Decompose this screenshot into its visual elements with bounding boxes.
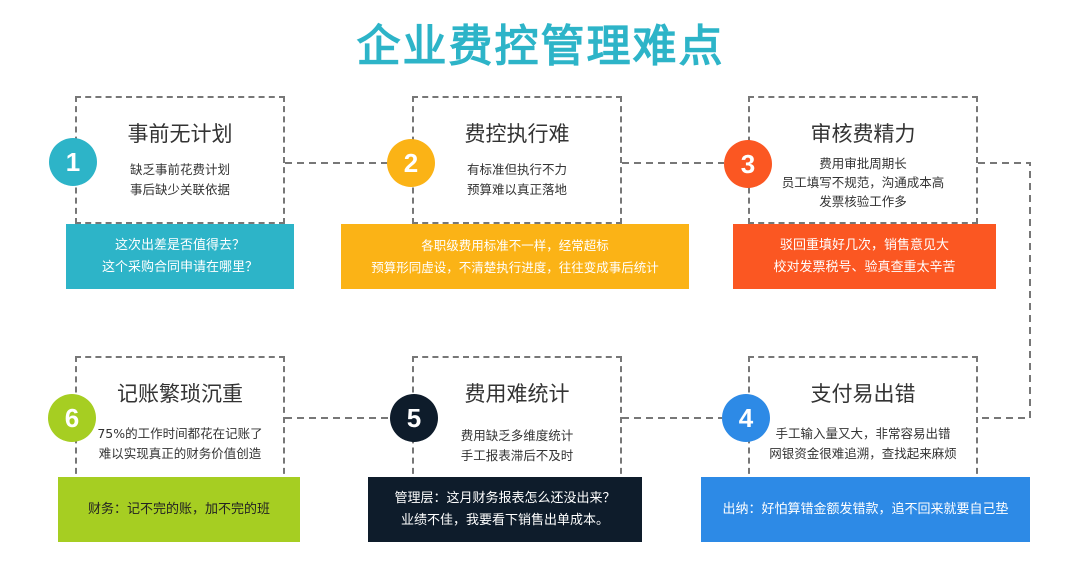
step-number-badge-6: 6: [48, 394, 96, 442]
step-banner-6: 财务：记不完的账，加不完的班: [58, 477, 300, 542]
banner-line: 这个采购合同申请在哪里？: [101, 259, 258, 275]
step-heading: 费用难统计: [464, 382, 570, 406]
banner-line: 业绩不佳，我要看下销售出单成本。: [400, 512, 609, 528]
banner-line: 这次出差是否值得去？: [114, 237, 245, 253]
step-number-badge-2: 2: [387, 139, 435, 187]
step-card-1: 事前无计划 缺乏事前花费计划 事后缺少关联依据: [75, 96, 285, 224]
step-number-badge-1: 1: [49, 138, 97, 186]
step-heading: 审核费精力: [810, 122, 916, 146]
step-line: 网银资金很难追溯，查找起来麻烦: [769, 446, 957, 461]
step-card-5: 费用难统计 费用缺乏多维度统计 手工报表滞后不及时: [412, 356, 622, 484]
page-title: 企业费控管理难点: [356, 21, 725, 72]
step-heading: 支付易出错: [810, 382, 916, 406]
connector-3-4: [978, 162, 1031, 419]
step-banner-3: 驳回重填好几次，销售意见大 校对发票税号、验真查重太辛苦: [733, 224, 996, 289]
step-line: 手工输入量又大，非常容易出错: [775, 426, 951, 441]
step-card-4: 支付易出错 手工输入量又大，非常容易出错 网银资金很难追溯，查找起来麻烦: [748, 356, 978, 484]
step-line: 缺乏事前花费计划: [129, 162, 230, 177]
step-number-badge-3: 3: [724, 140, 772, 188]
banner-line: 校对发票税号、验真查重太辛苦: [773, 259, 956, 275]
step-card-3: 审核费精力 费用审批周期长 员工填写不规范，沟通成本高 发票核验工作多: [748, 96, 978, 224]
step-line: 员工填写不规范，沟通成本高: [781, 175, 945, 190]
step-banner-2: 各职级费用标准不一样，经常超标 预算形同虚设，不清楚执行进度，往往变成事后统计: [341, 224, 689, 289]
banner-line: 财务：记不完的账，加不完的班: [87, 501, 270, 517]
banner-line: 预算形同虚设，不清楚执行进度，往往变成事后统计: [371, 259, 659, 275]
step-number-badge-5: 5: [390, 394, 438, 442]
step-number-badge-4: 4: [722, 394, 770, 442]
step-heading: 事前无计划: [127, 122, 233, 146]
step-card-2: 费控执行难 有标准但执行不力 预算难以真正落地: [412, 96, 622, 224]
step-line: 事后缺少关联依据: [129, 182, 230, 197]
step-banner-5: 管理层：这月财务报表怎么还没出来？ 业绩不佳，我要看下销售出单成本。: [368, 477, 642, 542]
banner-line: 管理层：这月财务报表怎么还没出来？: [394, 490, 616, 506]
step-line: 75%的工作时间都花在记账了: [97, 426, 263, 441]
step-line: 发票核验工作多: [819, 194, 907, 209]
banner-line: 驳回重填好几次，销售意见大: [779, 237, 949, 253]
step-line: 费用审批周期长: [819, 156, 907, 171]
step-line: 手工报表滞后不及时: [460, 448, 574, 463]
step-heading: 记账繁琐沉重: [117, 382, 243, 406]
step-heading: 费控执行难: [464, 122, 570, 146]
step-line: 费用缺乏多维度统计: [460, 428, 574, 443]
banner-line: 各职级费用标准不一样，经常超标: [421, 237, 609, 253]
banner-line: 出纳：好怕算错金额发错款，追不回来就要自己垫: [722, 501, 1009, 517]
step-banner-1: 这次出差是否值得去？ 这个采购合同申请在哪里？: [66, 224, 294, 289]
step-banner-4: 出纳：好怕算错金额发错款，追不回来就要自己垫: [701, 477, 1030, 542]
step-line: 有标准但执行不力: [466, 162, 567, 177]
step-card-6: 记账繁琐沉重 75%的工作时间都花在记账了 难以实现真正的财务价值创造: [75, 356, 285, 484]
step-line: 预算难以真正落地: [466, 182, 567, 197]
step-line: 难以实现真正的财务价值创造: [98, 446, 262, 461]
